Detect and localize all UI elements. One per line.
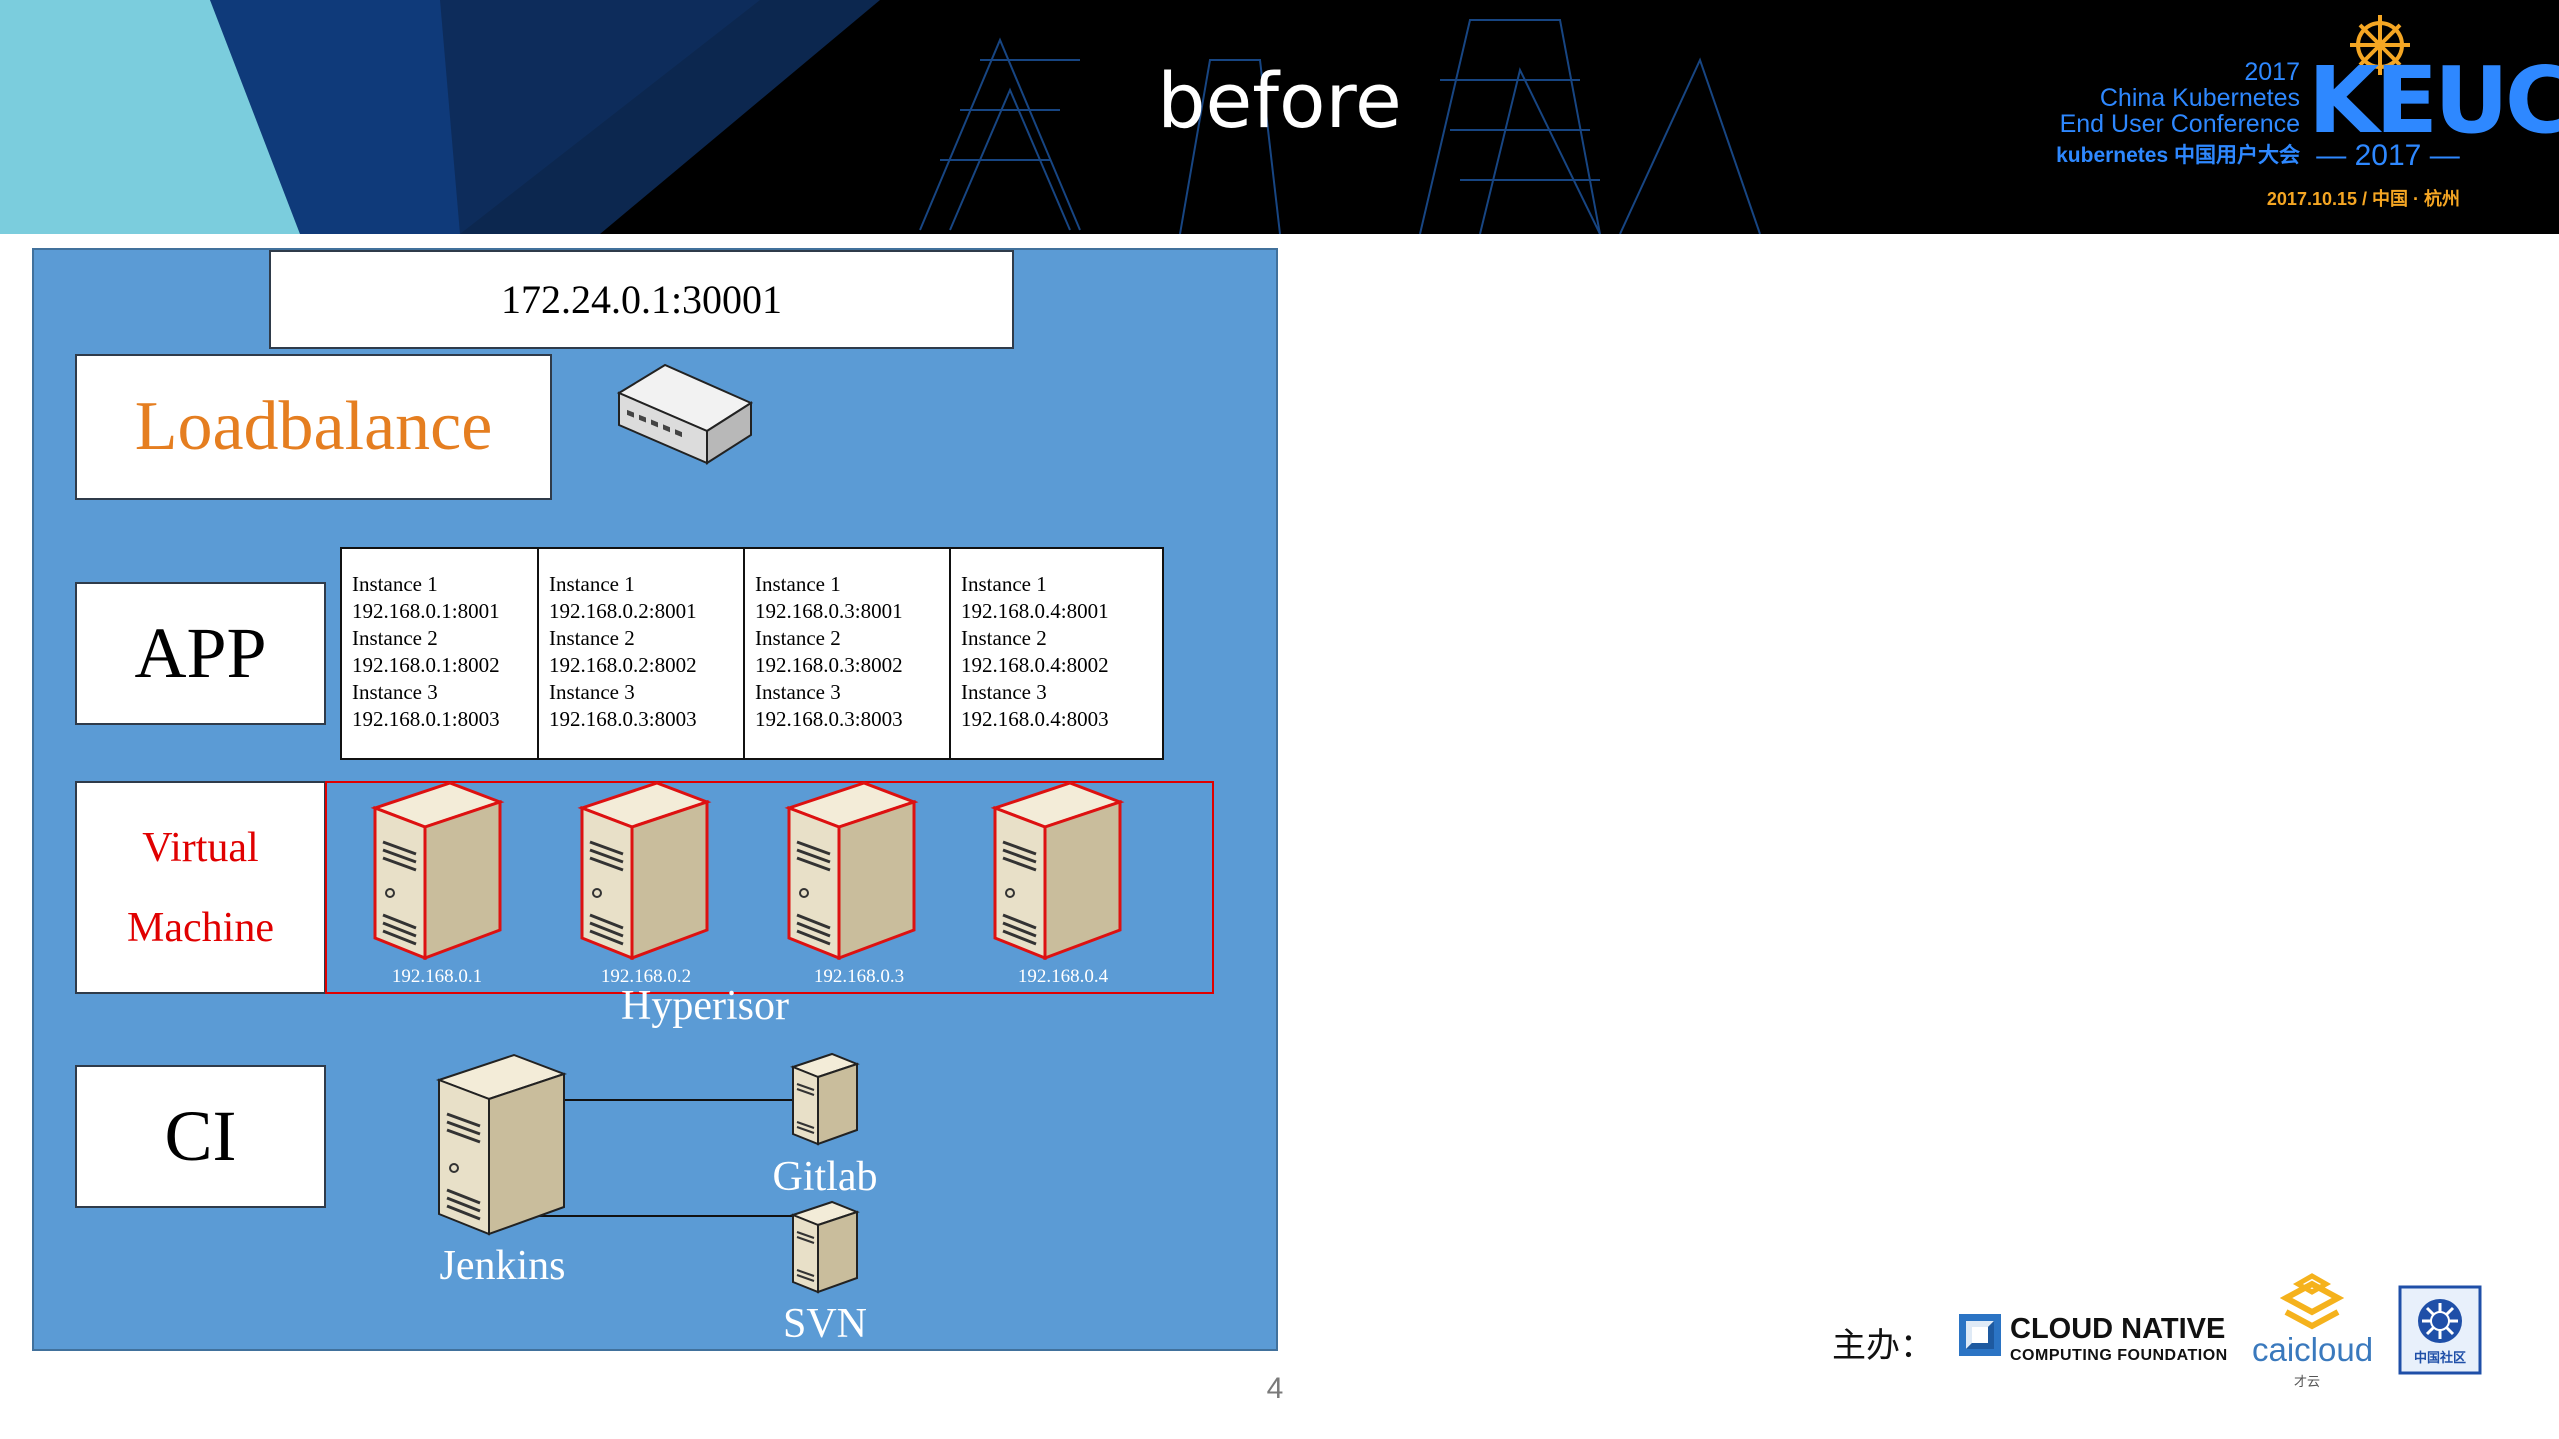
- instance-line: Instance 3: [961, 680, 1047, 704]
- instance-box-vm1: Instance 1 192.168.0.1:8001 Instance 2 1…: [340, 547, 539, 760]
- instance-line: Instance 1: [352, 572, 438, 596]
- svn-server-icon: [790, 1200, 860, 1294]
- instance-line: Instance 2: [755, 626, 841, 650]
- server-icon: [577, 781, 712, 960]
- server-icon: [784, 781, 919, 960]
- conference-name-line3: kubernetes 中国用户大会: [2056, 144, 2300, 167]
- instance-box-vm3: Instance 1 192.168.0.3:8001 Instance 2 1…: [743, 547, 951, 760]
- instance-line: 192.168.0.1:8001: [352, 599, 500, 623]
- instance-line: Instance 3: [549, 680, 635, 704]
- instance-line: Instance 3: [352, 680, 438, 704]
- vm-ip-label: 192.168.0.1: [391, 966, 483, 987]
- conference-logo: KEUC: [2308, 47, 2559, 154]
- virtual-machine-label: Virtual Machine: [75, 781, 326, 994]
- header-background: [0, 0, 2410, 234]
- caicloud-name: caicloud: [2252, 1331, 2374, 1368]
- conference-year-big: — 2017 —: [2316, 139, 2460, 172]
- network-switch-icon: [616, 363, 754, 465]
- page-number: 4: [1266, 1372, 1284, 1405]
- instance-line: 192.168.0.4:8002: [961, 653, 1109, 677]
- instance-box-vm4: Instance 1 192.168.0.4:8001 Instance 2 1…: [949, 547, 1164, 760]
- instance-line: 192.168.0.3:8002: [755, 653, 903, 677]
- ci-label: CI: [75, 1065, 326, 1208]
- vm-ip-label: 192.168.0.2: [600, 966, 692, 987]
- sponsor-label: 主办：: [1832, 1326, 1934, 1366]
- cncf-logo-icon: [1959, 1314, 2001, 1356]
- vm-group-border: [325, 781, 1214, 994]
- slide-title: before: [1157, 56, 1402, 145]
- conference-name-line1: China Kubernetes: [2099, 84, 2300, 112]
- caicloud-logo-icon: [2280, 1273, 2344, 1330]
- gitlab-label: Gitlab: [772, 1154, 878, 1200]
- instance-line: 192.168.0.3:8001: [755, 599, 903, 623]
- k8s-community-logo-icon: [2398, 1285, 2482, 1375]
- app-label: APP: [75, 582, 326, 725]
- instance-line: 192.168.0.1:8003: [352, 707, 500, 731]
- jenkins-server-icon: [436, 1053, 567, 1236]
- instance-line: Instance 3: [755, 680, 841, 704]
- instance-line: Instance 2: [352, 626, 438, 650]
- instance-line: 192.168.0.4:8003: [961, 707, 1109, 731]
- server-icon: [990, 781, 1125, 960]
- gitlab-server-icon: [790, 1052, 860, 1146]
- instance-line: 192.168.0.3:8003: [549, 707, 697, 731]
- vm-ip-label: 192.168.0.4: [1017, 966, 1109, 987]
- vm-label-line2: Machine: [127, 904, 274, 951]
- vm-ip-label: 192.168.0.3: [813, 966, 905, 987]
- instance-line: Instance 1: [755, 572, 841, 596]
- caicloud-subtitle: 才云: [2294, 1374, 2321, 1389]
- instance-box-vm2: Instance 1 192.168.0.2:8001 Instance 2 1…: [537, 547, 745, 760]
- cncf-subtitle: COMPUTING FOUNDATION: [2010, 1347, 2228, 1364]
- instance-line: Instance 1: [549, 572, 635, 596]
- loadbalance-label: Loadbalance: [75, 354, 552, 500]
- conference-year-small: 2017: [2244, 58, 2300, 86]
- svn-label: SVN: [782, 1301, 868, 1347]
- instance-line: 192.168.0.2:8001: [549, 599, 697, 623]
- instance-line: 192.168.0.2:8002: [549, 653, 697, 677]
- vm-label-line1: Virtual: [142, 824, 259, 871]
- instance-line: Instance 2: [961, 626, 1047, 650]
- loadbalancer-address-box: 172.24.0.1:30001: [269, 250, 1014, 349]
- conference-name-line2: End User Conference: [2059, 110, 2300, 138]
- conference-date-place: 2017.10.15 / 中国 · 杭州: [2266, 189, 2460, 209]
- server-icon: [370, 781, 505, 960]
- instance-line: 192.168.0.4:8001: [961, 599, 1109, 623]
- hypervisor-label: Hyperisor: [621, 983, 789, 1029]
- cncf-name: CLOUD NATIVE: [2010, 1313, 2226, 1345]
- instance-line: 192.168.0.3:8003: [755, 707, 903, 731]
- instance-line: 192.168.0.1:8002: [352, 653, 500, 677]
- header-banner: before 2017 China Kubernetes End User Co…: [0, 0, 2559, 234]
- instance-line: Instance 1: [961, 572, 1047, 596]
- ci-connector-lines: [520, 1099, 800, 1217]
- jenkins-label: Jenkins: [439, 1243, 566, 1289]
- k8s-community-label: 中国社区: [2413, 1350, 2466, 1365]
- instance-line: Instance 2: [549, 626, 635, 650]
